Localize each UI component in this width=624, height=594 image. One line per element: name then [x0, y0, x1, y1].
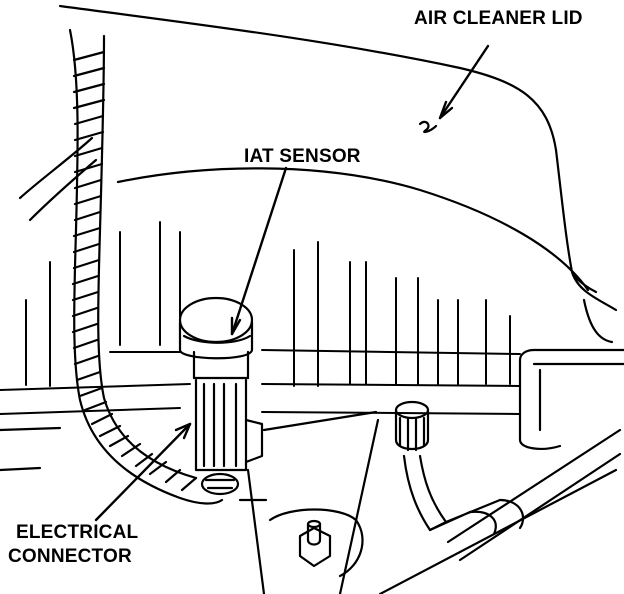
side-housing — [518, 348, 624, 450]
iat-arrowhead — [230, 316, 242, 336]
electrical-connector-label-line2: CONNECTOR — [8, 546, 132, 567]
wiring-harness-hose — [18, 28, 224, 505]
electrical-connector-label-line1: ELECTRICAL — [16, 522, 139, 543]
air-cleaner-lid-label: AIR CLEANER LID — [414, 8, 583, 29]
bolt-icon — [298, 526, 332, 568]
air-cleaner-lid — [58, 4, 618, 344]
air-cleaner-body — [0, 221, 521, 415]
connector-arrowhead — [174, 422, 192, 440]
iat-sensor-assembly — [178, 296, 264, 496]
lid-leader — [438, 44, 490, 120]
mounting-bracket — [0, 410, 380, 594]
iat-leader — [230, 166, 288, 336]
connector-leader — [94, 422, 192, 522]
lid-arrowhead — [438, 100, 454, 120]
iat-sensor-label: IAT SENSOR — [244, 146, 361, 167]
leader-lines — [94, 44, 490, 522]
vacuum-valve — [378, 400, 622, 594]
